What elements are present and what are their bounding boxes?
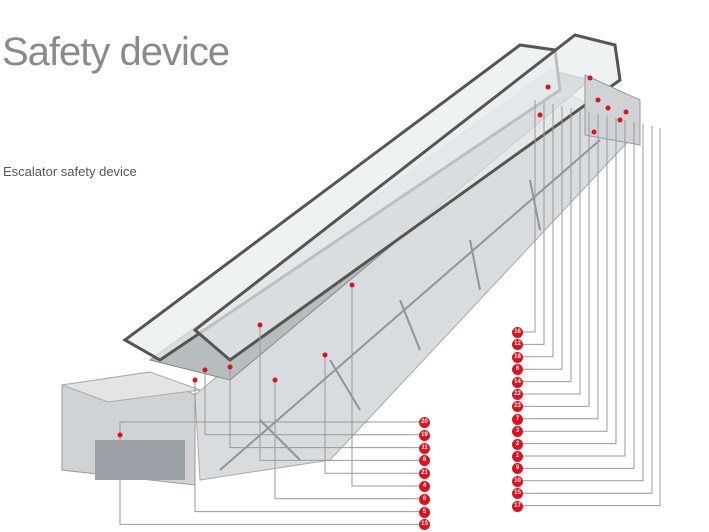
callout-badge: 23 [512, 401, 523, 413]
callout-badge: 1 [512, 451, 523, 462]
callout-line [119, 435, 419, 525]
callout-badge: 16 [512, 327, 523, 338]
callout-badge: 17 [512, 500, 523, 512]
callout-badge: 8 [419, 455, 430, 467]
callout-badge: 12 [512, 339, 523, 351]
callout-line [523, 120, 626, 457]
callout-badge: 20 [419, 417, 430, 428]
callout-line [523, 124, 644, 482]
callout-line [523, 102, 545, 345]
callout-badge: 6 [419, 493, 430, 505]
callout-line [324, 355, 419, 474]
callout-line [119, 421, 419, 435]
callout-line [523, 106, 563, 370]
callout-badge: 13 [419, 519, 430, 531]
callout-line [523, 114, 599, 420]
callout-line [523, 122, 635, 469]
callout-line [523, 128, 661, 507]
callout-line [351, 285, 419, 487]
callout-badge: 14 [512, 376, 523, 388]
callout-line [523, 118, 617, 445]
callout-badge: 4 [419, 481, 430, 492]
callout-badge: 15 [512, 488, 523, 500]
callout-line [274, 380, 419, 500]
callout-badge: 22 [512, 389, 523, 400]
callout-line [523, 104, 554, 358]
callout-badge: 7 [512, 413, 523, 425]
callout-line [523, 112, 590, 407]
callout-line [204, 370, 419, 436]
subtitle: Escalator safety device [3, 164, 137, 179]
callout-badge: 2 [512, 438, 523, 450]
callout-badge: 21 [419, 468, 430, 480]
callout-badge: 11 [419, 442, 430, 454]
callout-line [194, 380, 419, 513]
callout-line [523, 108, 572, 383]
page-title: Safety device [2, 30, 230, 74]
callout-badge: 19 [419, 429, 430, 441]
callout-line [523, 116, 608, 432]
callout-badge: 18 [512, 351, 523, 363]
callout-badge: 6 [512, 364, 523, 376]
callout-badge: 3 [512, 426, 523, 438]
callout-badge: 9 [512, 463, 523, 475]
callout-badge: 5 [419, 506, 430, 518]
callout-line [523, 110, 581, 395]
callout-badge: 10 [512, 475, 523, 487]
callout-line [523, 126, 653, 494]
callout-line [259, 325, 419, 461]
callout-line [523, 100, 536, 333]
callout-line [229, 367, 419, 449]
